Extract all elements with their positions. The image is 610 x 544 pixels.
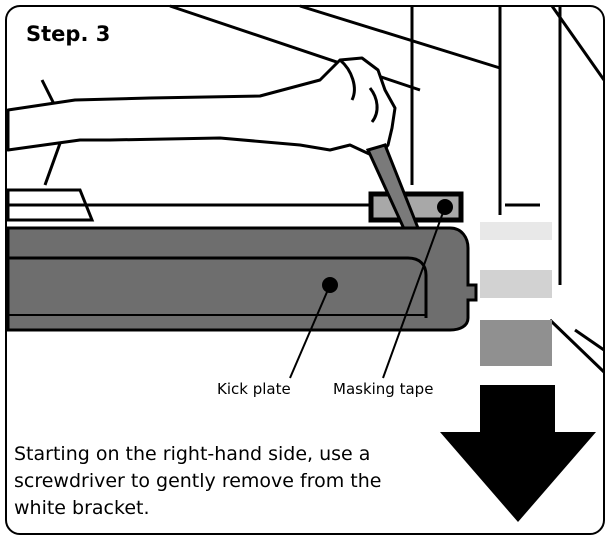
kick-plate [6,226,478,332]
down-arrow-icon [440,385,596,522]
instruction-text: Starting on the right-hand side, use a s… [14,443,382,519]
swatch-dark [480,320,552,366]
step-title: Step. 3 [26,22,111,46]
swatch-light [480,222,552,240]
kick-plate-leader [289,284,331,379]
tape-leader [382,206,446,379]
kick-plate-inner-edge [8,256,428,318]
kick-plate-label: Kick plate [217,380,291,398]
swatch-mid [480,270,552,298]
masking-tape-label: Masking tape [333,380,434,398]
hand-arm [6,56,397,160]
